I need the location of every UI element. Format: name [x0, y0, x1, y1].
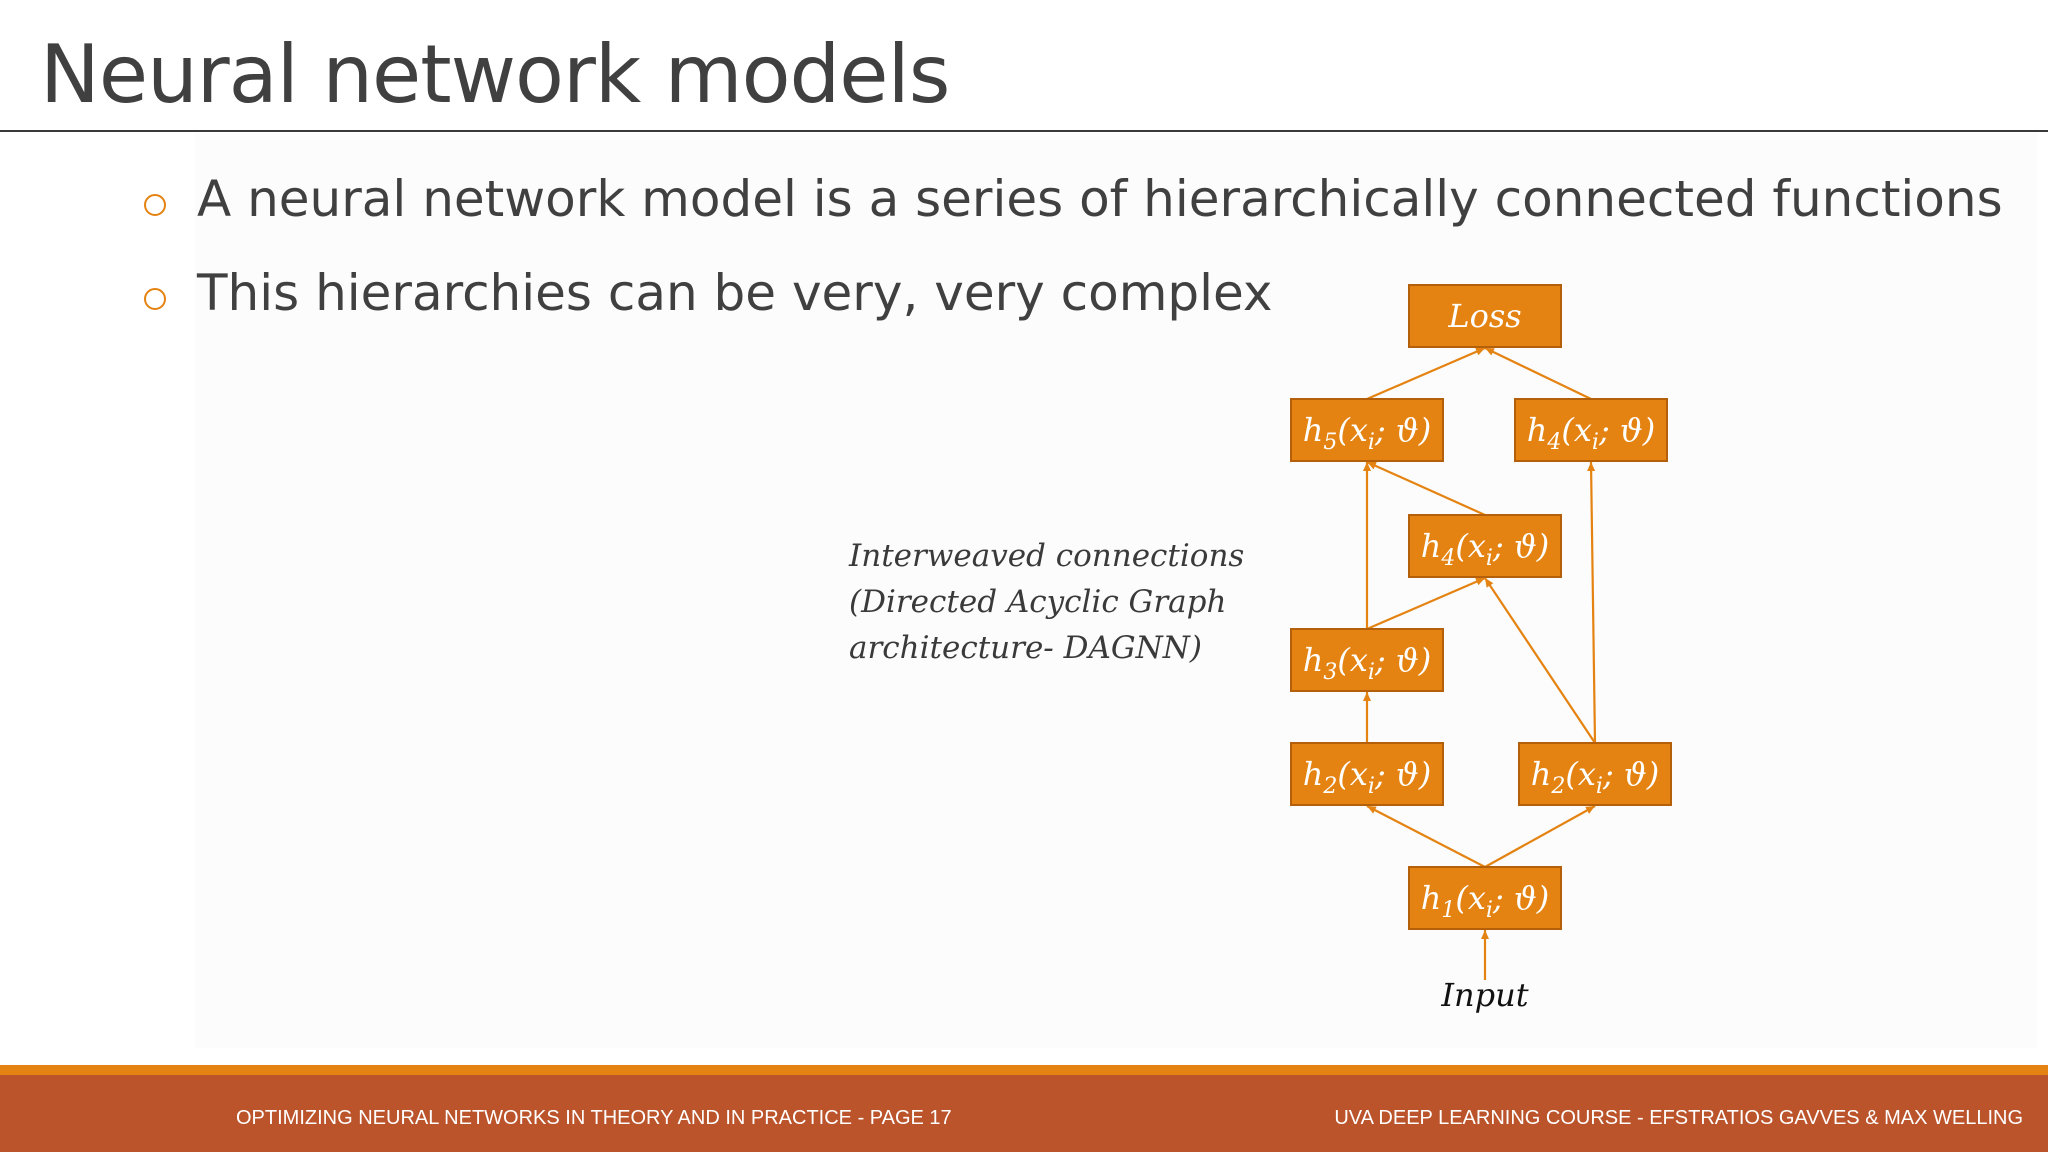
node-box	[1290, 742, 1444, 806]
dag-annotation: Interweaved connections (Directed Acycli…	[849, 533, 1244, 671]
edge-h3-to-h4mid	[1366, 576, 1486, 631]
node-box	[1514, 398, 1668, 462]
annotation-line: Interweaved connections	[849, 538, 1245, 574]
node-h5: h5(xi; ϑ)	[1290, 398, 1444, 462]
edge-h1-to-h2left	[1366, 805, 1486, 868]
node-label: Loss	[1447, 297, 1521, 335]
annotation-line: architecture- DAGNN)	[849, 630, 1202, 666]
node-box	[1408, 514, 1562, 578]
edge-h2right-to-h4top	[1587, 461, 1597, 744]
footer-course-info: UVA DEEP LEARNING COURSE - EFSTRATIOS GA…	[1334, 1107, 2023, 1129]
node-label: h1(xi; ϑ)	[1421, 879, 1550, 923]
edges-layer	[1363, 346, 1597, 980]
edge-h4top-to-loss	[1484, 347, 1592, 400]
edge-h4mid-to-h5	[1366, 460, 1486, 517]
node-label: h4(xi; ϑ)	[1527, 411, 1656, 455]
node-label: h2(xi; ϑ)	[1303, 755, 1432, 799]
circle-bullet-icon	[144, 194, 166, 216]
circle-bullet-icon	[144, 288, 166, 310]
bullet-text: A neural network model is a series of hi…	[197, 170, 2003, 228]
node-loss: Loss	[1408, 284, 1562, 348]
node-label: h4(xi; ϑ)	[1421, 527, 1550, 571]
node-h2left: h2(xi; ϑ)	[1290, 742, 1444, 806]
title-divider	[0, 130, 2048, 132]
annotation-line: (Directed Acyclic Graph	[849, 584, 1227, 620]
node-box	[1518, 742, 1672, 806]
edge-h1-to-h2right	[1484, 805, 1596, 868]
edge-h2right-to-h4mid	[1484, 577, 1596, 744]
node-box	[1408, 866, 1562, 930]
node-box	[1290, 398, 1444, 462]
node-h4mid: h4(xi; ϑ)	[1408, 514, 1562, 578]
node-label: h5(xi; ϑ)	[1303, 411, 1432, 455]
content-area	[195, 133, 2037, 1048]
node-box	[1290, 628, 1444, 692]
node-h3: h3(xi; ϑ)	[1290, 628, 1444, 692]
node-label: h3(xi; ϑ)	[1303, 641, 1432, 685]
bullet-text: This hierarchies can be very, very compl…	[197, 264, 1273, 322]
slide-title: Neural network models	[40, 28, 950, 121]
node-label: h2(xi; ϑ)	[1531, 755, 1660, 799]
footer-page-info: OPTIMIZING NEURAL NETWORKS IN THEORY AND…	[236, 1107, 952, 1129]
node-h1: h1(xi; ϑ)	[1408, 866, 1562, 930]
node-box	[1408, 284, 1562, 348]
edge-h5-to-loss	[1366, 346, 1486, 401]
input-label: Input	[1440, 976, 1528, 1014]
nodes-layer: Loss h5(xi; ϑ) h4(xi; ϑ) h4(xi; ϑ) h3(xi; ϑ)…	[1290, 284, 1672, 930]
node-h4top: h4(xi; ϑ)	[1514, 398, 1668, 462]
node-h2right: h2(xi; ϑ)	[1518, 742, 1672, 806]
footer-accent-stripe	[0, 1065, 2048, 1075]
footer-bar	[0, 1075, 2048, 1152]
